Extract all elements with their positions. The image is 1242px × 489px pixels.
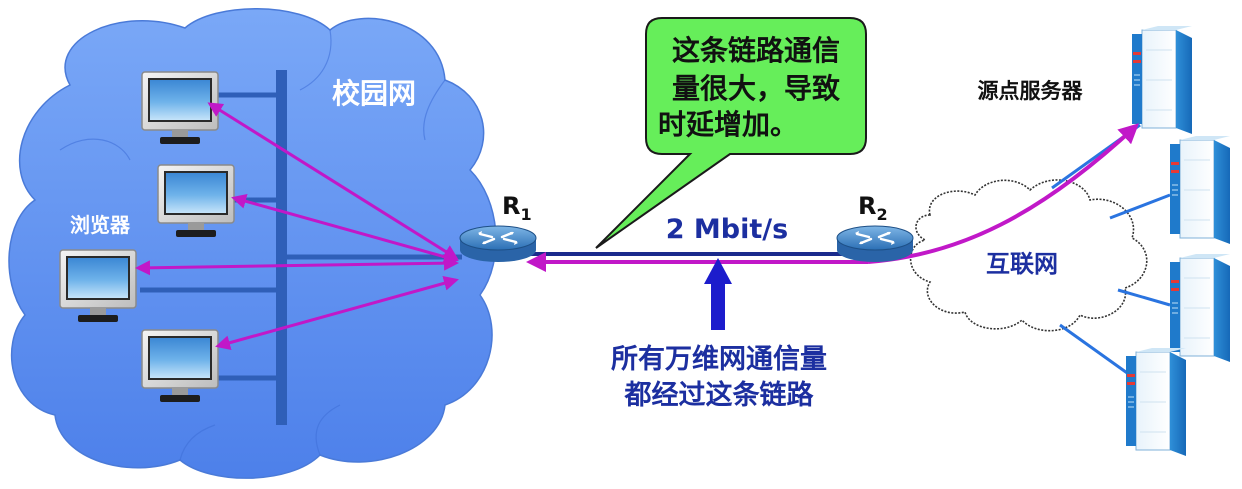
origin-server-1-icon [1131, 25, 1193, 135]
campus-network-label: 校园网 [332, 77, 416, 110]
note-line-1: 所有万维网通信量 [611, 344, 827, 375]
note-arrow [704, 258, 732, 330]
note-text: 所有万维网通信量 都经过这条链路 [611, 344, 827, 411]
callout-text: 这条链路通信 量很大，导致 时延增加。 [658, 34, 841, 141]
note-line-2: 都经过这条链路 [624, 379, 815, 411]
callout-line-1: 这条链路通信 [672, 34, 840, 67]
router-r2-label: R2 [858, 192, 888, 224]
browsers-label: 浏览器 [70, 213, 131, 237]
origin-server-3-icon [1169, 253, 1231, 363]
callout-bubble [595, 17, 867, 249]
internet-cloud [909, 179, 1148, 332]
origin-servers-label: 源点服务器 [978, 79, 1084, 103]
router-r1-label: R1 [502, 192, 532, 224]
bandwidth-label: 2 Mbit/s [666, 214, 788, 245]
router-r1-icon [458, 224, 538, 264]
origin-server-4-icon [1125, 347, 1187, 457]
r1-r2-link [498, 252, 875, 272]
callout-line-3: 时延增加。 [658, 108, 798, 141]
router-r2-icon [835, 224, 915, 264]
campus-traffic-arrows [135, 102, 459, 351]
internet-label: 互联网 [986, 250, 1058, 278]
callout-line-2: 量很大，导致 [672, 72, 841, 105]
origin-server-2-icon [1169, 135, 1231, 245]
campus-network-cloud [8, 8, 497, 479]
